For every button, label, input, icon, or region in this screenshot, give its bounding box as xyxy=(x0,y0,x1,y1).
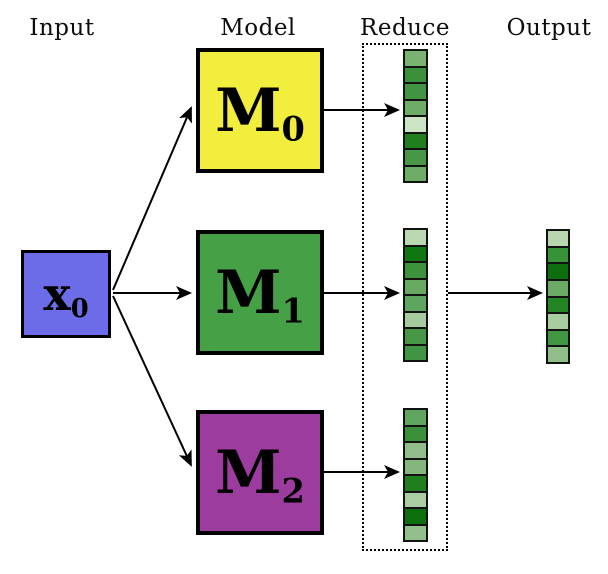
vector-cell xyxy=(405,474,426,491)
vector-cell xyxy=(548,245,568,263)
model-box-m2: M2 xyxy=(196,410,324,535)
vector-cell xyxy=(548,345,568,362)
vector-cell xyxy=(405,164,426,181)
vector-cell xyxy=(405,507,426,524)
input-box-label: x0 xyxy=(43,267,89,325)
vector-cell xyxy=(405,441,426,458)
vector-cell xyxy=(405,98,426,115)
vector-cell xyxy=(405,230,426,245)
vector-cell xyxy=(405,244,426,261)
column-label-input: Input xyxy=(29,15,95,41)
reduce-vector-m2 xyxy=(403,408,428,542)
reduce-vector-m0 xyxy=(403,49,428,183)
model-m0-label: M0 xyxy=(215,75,305,148)
vector-cell xyxy=(405,327,426,344)
arrow-input-to-m2 xyxy=(112,295,192,467)
vector-cell xyxy=(548,312,568,329)
input-box-x0: x0 xyxy=(21,250,111,338)
model-box-m0: M0 xyxy=(196,48,324,173)
column-label-model: Model xyxy=(220,15,296,41)
vector-cell xyxy=(548,295,568,313)
vector-cell xyxy=(548,328,568,346)
vector-cell xyxy=(548,278,568,296)
vector-cell xyxy=(405,65,426,82)
vector-cell xyxy=(405,294,426,311)
vector-cell xyxy=(405,51,426,66)
vector-cell xyxy=(405,310,426,327)
vector-cell xyxy=(405,277,426,294)
vector-cell xyxy=(405,424,426,441)
vector-cell xyxy=(405,343,426,360)
vector-cell xyxy=(405,457,426,474)
vector-cell xyxy=(548,231,568,246)
arrow-input-to-m0 xyxy=(112,106,192,291)
vector-cell xyxy=(405,82,426,99)
reduce-dotted-frame xyxy=(362,43,448,551)
model-box-m1: M1 xyxy=(196,230,324,355)
vector-cell xyxy=(405,523,426,540)
reduce-vector-m1 xyxy=(403,228,428,362)
vector-cell xyxy=(405,261,426,278)
column-label-output: Output xyxy=(506,15,592,41)
vector-cell xyxy=(548,262,568,279)
model-m2-label: M2 xyxy=(215,437,305,510)
model-m1-label: M1 xyxy=(215,257,305,330)
vector-cell xyxy=(405,131,426,148)
vector-cell xyxy=(405,410,426,425)
column-label-reduce: Reduce xyxy=(360,15,450,41)
vector-cell xyxy=(405,490,426,507)
vector-cell xyxy=(405,115,426,132)
output-vector xyxy=(546,229,570,364)
vector-cell xyxy=(405,148,426,165)
